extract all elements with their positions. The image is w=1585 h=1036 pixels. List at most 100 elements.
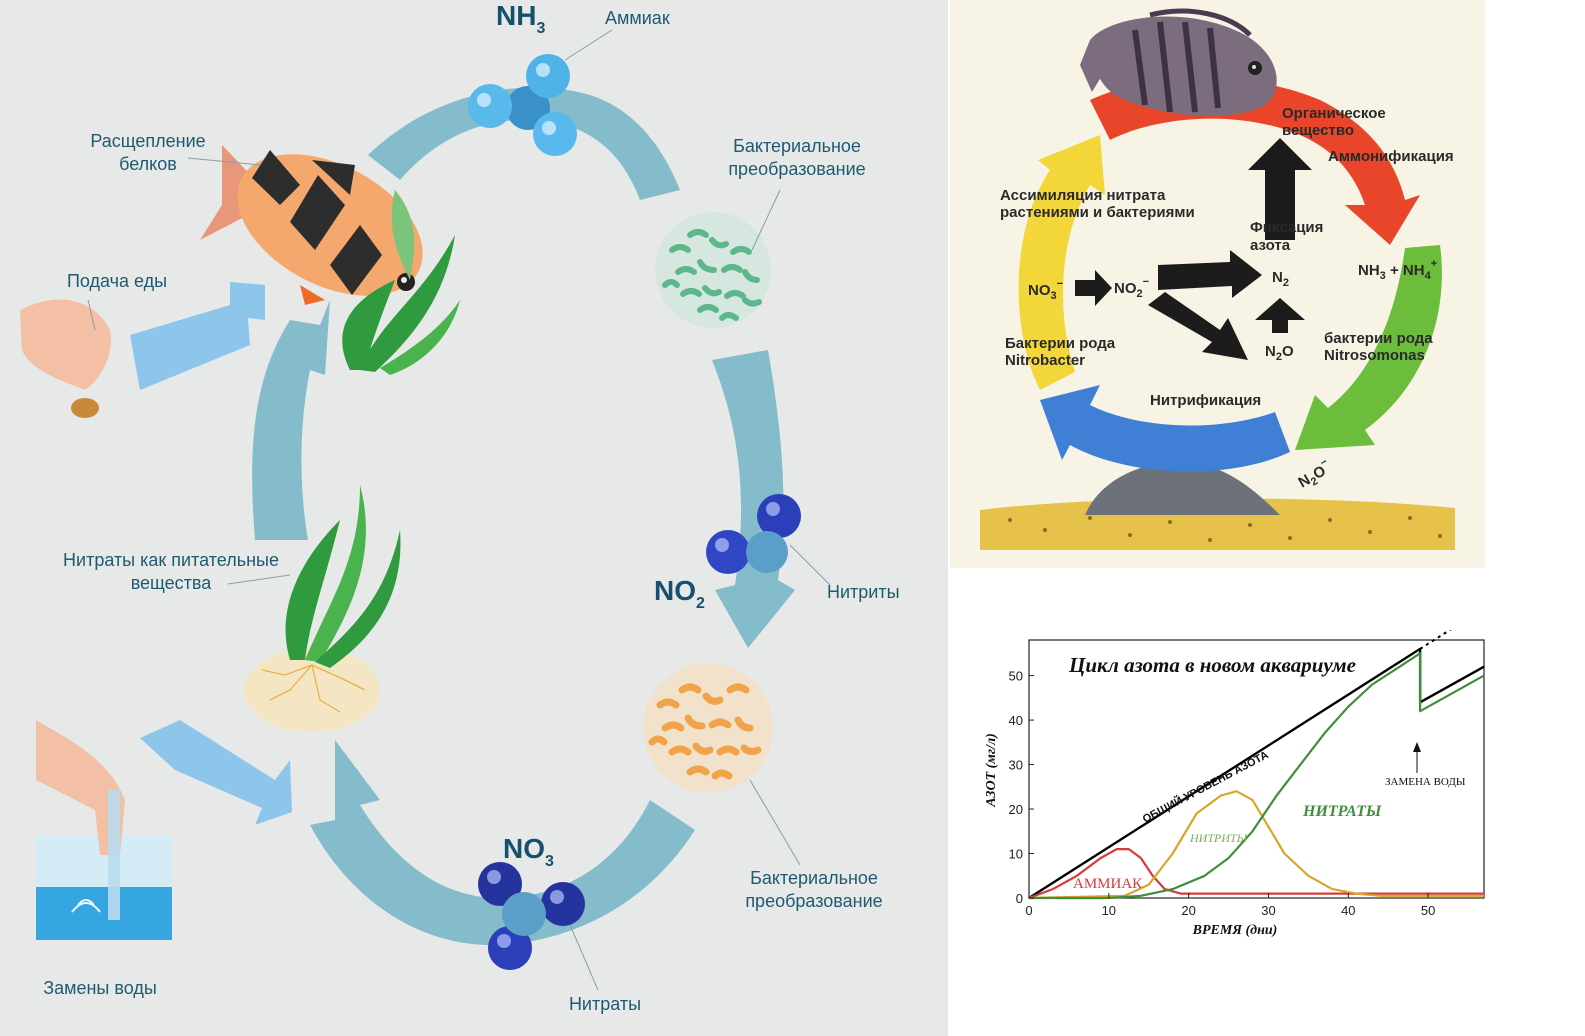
x-tick-label-10: 10 [1102,903,1116,918]
ammonia-label: Аммиак [605,8,670,28]
assimilation-label: Ассимиляция нитрата [1000,187,1166,204]
no2-label: NO2− [1114,276,1149,300]
x-tick-label-0: 0 [1025,903,1032,918]
nitrates-leader [569,924,599,991]
bacterial-conversion-label-1: Бактериальное [733,136,861,156]
nitrosomonas-label-2: Nitrosomonas [1324,347,1425,364]
nitrites-label: Нитриты [827,582,900,602]
protein-breakdown-label: Расщепление [90,131,205,151]
bacterial-1-leader [751,189,781,251]
cichlid-fish [1080,8,1277,116]
organic-label-2: вещество [1282,122,1354,139]
fixation-arrow [1248,138,1312,240]
assimilation-label-2: растениями и бактериями [1000,204,1195,221]
protein-leader [187,157,261,166]
nitrate-plant [244,485,401,732]
x-tick-label-40: 40 [1341,903,1355,918]
nitrites-leader [789,544,831,586]
aquarium-cycle-diagram: NH3 Аммиак Расщепление белков Бактериаль… [20,0,900,1014]
y-axis-title: АЗОТ (мг/л) [985,733,999,808]
bacterial-2-leader [749,779,801,866]
nitrobacter-label-2: Nitrobacter [1005,352,1085,369]
fixation-label-2: азота [1250,237,1291,254]
nitrates-nutrients-label: Нитраты как питательные [63,550,279,570]
y-tick-label-0: 0 [1016,891,1023,906]
ammonification-label: Аммонификация [1328,148,1454,165]
nitrogen-cycle-diagram: Органическое вещество Аммонификация Асси… [980,8,1455,550]
annotation-nitrites: НИТРИТЫ [1189,831,1249,845]
ammonia-leader [564,29,613,61]
nitrite-molecule [706,494,801,574]
n2o-n2-arrow [1255,298,1305,333]
cycle-arrow-top [368,87,680,200]
barb-fish [200,145,423,305]
orange-bacteria [643,663,773,793]
ammonification-arrow [1090,78,1420,246]
ammonia-molecule [468,54,577,156]
water-changes-label: Замены воды [43,978,157,998]
series-line-1 [1028,848,1484,900]
nitrosomonas-label: бактерии рода [1324,330,1433,347]
annotation-ammonia: АММИАК [1073,876,1143,892]
cycle-arrow-bottom [310,740,695,946]
water-change-pointer-head [1413,742,1421,752]
assimilation-arrow [1018,135,1105,390]
feeding-hand [20,299,111,418]
nitrates-nutrients-label-2: вещества [131,573,213,593]
nitrate-formula: NO3 [503,833,554,870]
no3-label: NO3− [1028,278,1063,302]
nitrite-formula: NO2 [654,575,705,612]
nitrosomonas-arrow [1295,245,1442,450]
x-tick-label-20: 20 [1181,903,1195,918]
fixation-label: Фиксация [1250,219,1323,236]
nitrification-label: Нитрификация [1150,392,1261,409]
ammonium-label: NH3 + NH4+ [1358,258,1437,282]
bacterial-conversion-label-1b: преобразование [728,159,865,179]
y-tick-label-50: 50 [1009,669,1023,684]
bacterial-conversion-label-2: Бактериальное [750,868,878,888]
rock [1085,462,1280,515]
black-arrows [1075,138,1312,360]
nitrogen-cycle-panel: Органическое вещество Аммонификация Асси… [950,0,1485,568]
annotation-nitrates: НИТРАТЫ [1302,803,1382,820]
feeding-arrow [130,282,265,390]
nutrients-leader [227,574,291,585]
series-line-3 [1029,652,1485,900]
y-tick-label-10: 10 [1009,847,1023,862]
n2o-center-label: N2O [1265,343,1294,363]
y-tick-label-30: 30 [1009,758,1023,773]
nitrification-arrow [1040,385,1290,472]
annotation-water-change: ЗАМЕНА ВОДЫ [1385,776,1466,788]
bacterial-conversion-label-2b: преобразование [745,891,882,911]
green-bacteria [655,212,771,328]
feeding-label: Подача еды [67,271,167,291]
series-line-2 [1028,790,1484,900]
nitrobacter-label: Бактерии рода [1005,335,1116,352]
nitrate-molecule [478,862,585,970]
cycle-arrow-right [712,350,795,648]
n2o-bottom-label: N2O− [1294,456,1336,494]
fish-plant [342,190,460,375]
y-tick-label-40: 40 [1009,713,1023,728]
x-tick-label-30: 30 [1261,903,1275,918]
feeding-leader [87,299,96,331]
water-change-arrow [140,720,292,825]
chart-title: Цикл азота в новом аквариуме [1068,653,1356,677]
cycle-arrows [252,87,795,946]
aquarium-cycle-panel: NH3 Аммиак Расщепление белков Бактериаль… [0,0,948,1036]
protein-breakdown-label-2: белков [119,154,177,174]
no3-no2-arrow [1075,270,1112,306]
nitrates-label: Нитраты [569,994,641,1014]
x-tick-label-50: 50 [1421,903,1435,918]
no2-n2-arrow [1158,250,1262,298]
cycle-arrow-left [252,300,330,540]
no2-n2o-arrow [1148,292,1248,360]
water-change-scene [36,720,172,940]
n2-label: N2 [1272,269,1289,289]
organic-label: Органическое [1282,105,1386,122]
ammonia-formula: NH3 [496,0,545,37]
series-layer [1028,647,1485,900]
